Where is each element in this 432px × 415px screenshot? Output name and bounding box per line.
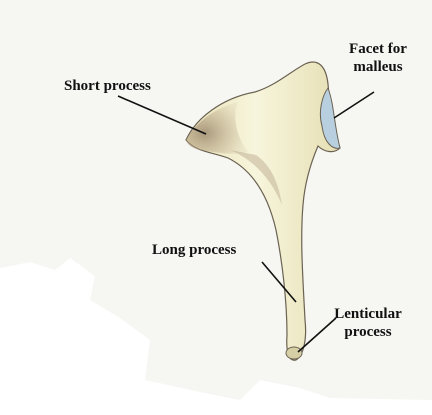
label-lenticular-line2: process xyxy=(326,323,410,341)
lenticular-tip xyxy=(286,347,302,359)
label-lenticular-process: Lenticular process xyxy=(326,305,410,341)
label-long-process: Long process xyxy=(152,241,236,259)
label-facet-for-malleus: Facet for malleus xyxy=(342,40,414,76)
label-facet-line2: malleus xyxy=(342,58,414,76)
label-short-process: Short process xyxy=(64,77,151,95)
label-lenticular-line1: Lenticular xyxy=(326,305,410,323)
label-facet-line1: Facet for xyxy=(342,40,414,58)
